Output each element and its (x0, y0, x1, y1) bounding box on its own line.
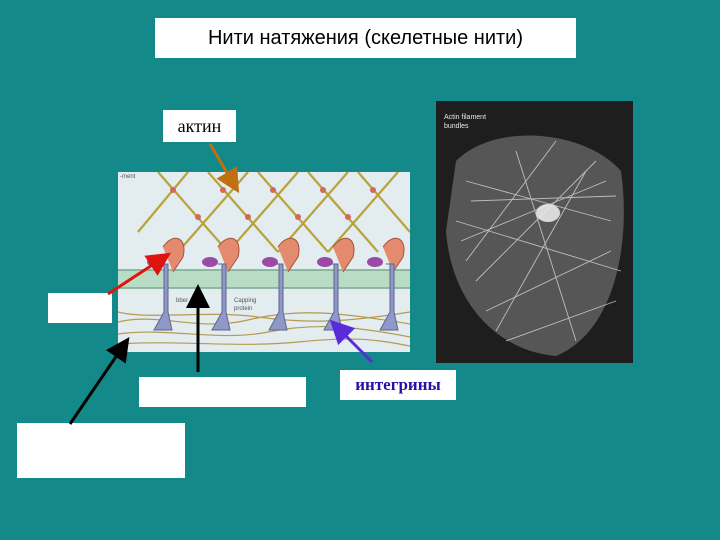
cell-membrane (118, 270, 410, 288)
diagram-fragment-label: bber (176, 298, 188, 304)
blank-label-box-2 (139, 377, 306, 407)
diagonal-black-arrow (68, 337, 130, 425)
protein-label: protein (234, 306, 252, 312)
integrin-label: интегрины (355, 375, 441, 394)
integrin-label-box: интегрины (340, 370, 456, 400)
focal-adhesion-complexes (147, 237, 405, 273)
actin-label-box: актин (163, 110, 236, 142)
slide-title-text: Нити натяжения (скелетные нити) (207, 26, 524, 49)
nucleus-highlight (536, 204, 560, 222)
slide-title: Нити натяжения (скелетные нити) (155, 18, 576, 58)
micrograph-label-line1: Actin filament (444, 114, 486, 121)
actin-label: актин (177, 115, 222, 136)
cell-body (446, 135, 624, 356)
actin-micrograph: Actin filament bundles (436, 101, 633, 363)
capping-label: Capping (234, 298, 256, 304)
filament-bundles (455, 140, 622, 342)
blank-label-box-3 (17, 423, 185, 478)
stress-fiber-diagram: bber Capping protein -ment (118, 172, 410, 352)
micrograph-label-line2: bundles (444, 123, 469, 130)
diagram-fragment-label-top: -ment (120, 174, 136, 180)
blank-label-box-1 (48, 293, 112, 323)
integrin-proteins (153, 263, 399, 331)
